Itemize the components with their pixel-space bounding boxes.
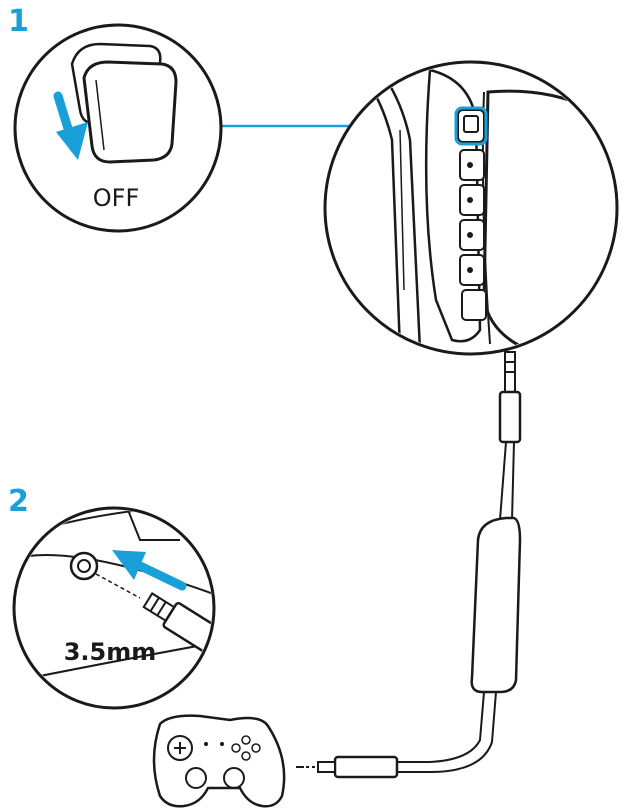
audio-cable — [395, 351, 522, 773]
step-2-number: 2 — [8, 484, 29, 519]
port-closeup: 3.5mm — [12, 506, 216, 710]
arrow-icon — [53, 91, 88, 160]
step-1-label: OFF — [93, 184, 140, 212]
power-switch-icon: OFF — [13, 23, 223, 233]
step-1-number: 1 — [8, 4, 29, 39]
arrow-icon — [112, 550, 187, 591]
step-2-label: 3.5mm — [64, 638, 157, 666]
gamepad-icon — [152, 714, 286, 808]
audio-jack-icon — [296, 755, 399, 779]
headset-earcup-icon — [323, 60, 619, 356]
